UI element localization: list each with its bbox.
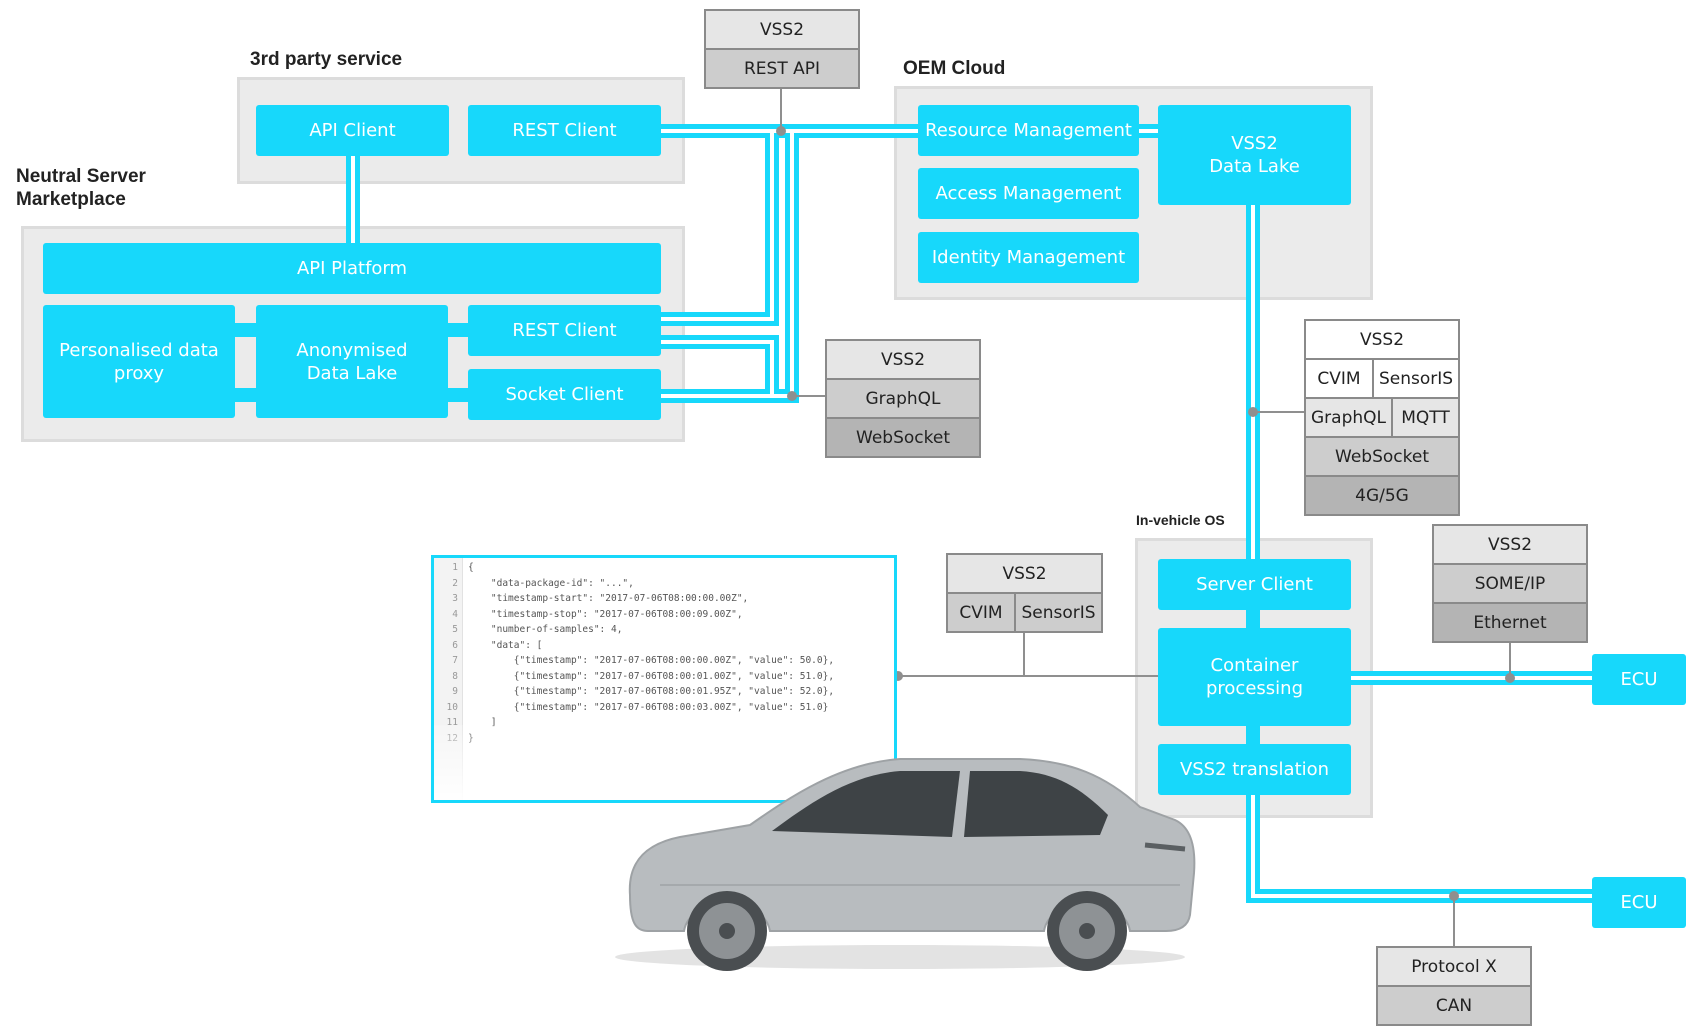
someip-stack: VSS2 SOME/IP Ethernet [1432,524,1588,643]
container-processing-box: Container processing [1158,628,1351,726]
api-client-box: API Client [256,105,449,156]
vehicle-link-stack: VSS2 CVIM SensorIS GraphQL MQTT WebSocke… [1304,319,1460,516]
code-line: 11 ] [446,717,497,728]
code-line: 6 "data": [ [452,639,543,651]
stack-cell: VSS2 [1002,563,1047,584]
socket-client-box: Socket Client [468,369,661,420]
wire-translation-ecu [1246,790,1594,903]
wire-rest-down [655,131,779,326]
anonymised-lake-box: Anonymised Data Lake [256,305,448,418]
cvim-stack: VSS2 CVIM SensorIS [946,553,1103,633]
code-line: 1{ [452,562,474,573]
rest-client-mid-box: REST Client [468,305,661,356]
rest-api-stack: VSS2 REST API [704,9,860,89]
code-line: 4 "timestamp-stop": "2017-07-06T08:00:09… [452,608,743,620]
stack-cell: WebSocket [1335,446,1429,467]
code-line: 10 {"timestamp": "2017-07-06T08:00:03.00… [446,701,829,713]
stack-cell: SensorIS [1372,360,1458,397]
code-line: 3 "timestamp-start": "2017-07-06T08:00:0… [452,593,749,604]
stack-cell: GraphQL [1311,407,1386,428]
graphql-stack: VSS2 GraphQL WebSocket [825,339,981,458]
resource-management-box: Resource Management [918,105,1139,156]
stack-cell: WebSocket [856,427,950,448]
wire-rest-mid-socket [655,335,779,396]
access-management-box: Access Management [918,168,1139,219]
identity-management-box: Identity Management [918,232,1139,283]
oem-cloud-label: OEM Cloud [903,58,1006,79]
wire-translation-ecu-2 [1262,790,1594,888]
stack-cell: CVIM [959,602,1003,623]
stack-cell: REST API [743,58,821,79]
vss2-data-lake-box: VSS2 Data Lake [1158,105,1351,205]
stack-cell: Protocol X [1411,956,1497,977]
stack-cell: VSS2 [880,349,926,370]
api-platform-box: API Platform [43,243,661,294]
stack-cell: 4G/5G [1355,485,1409,506]
stack-cell: SOME/IP [1474,573,1546,594]
stack-cell: VSS2 [759,19,805,40]
code-line: 7 {"timestamp": "2017-07-06T08:00:00.00Z… [452,655,835,666]
server-client-box: Server Client [1158,559,1351,610]
ecu-top-box: ECU [1592,654,1686,705]
stack-cell: MQTT [1391,399,1458,436]
neutral-server-label: Neutral Server Marketplace [16,166,146,210]
stack-cell: Ethernet [1473,612,1547,633]
ecu-bottom-box: ECU [1592,877,1686,928]
can-stack: Protocol X CAN [1376,946,1532,1026]
code-line: 9 {"timestamp": "2017-07-06T08:00:01.95Z… [452,686,835,697]
third-party-label: 3rd party service [250,49,403,70]
personalised-proxy-box: Personalised data proxy [43,305,235,418]
stack-cell: SensorIS [1014,594,1101,631]
stack-cell: VSS2 [1359,329,1405,350]
code-line: 8 {"timestamp": "2017-07-06T08:00:01.00Z… [452,670,835,682]
car-illustration [615,758,1196,971]
code-line: 2 "data-package-id": "...", [452,577,634,589]
stack-cell: GraphQL [865,388,941,409]
rest-client-top-box: REST Client [468,105,661,156]
stack-cell: VSS2 [1487,534,1533,555]
stack-cell: CAN [1435,995,1473,1016]
in-vehicle-label: In-vehicle OS [1136,512,1225,528]
code-line: 5 "number-of-samples": 4, [452,624,623,635]
vss2-translation-box: VSS2 translation [1158,744,1351,795]
stack-cell: CVIM [1317,368,1361,389]
